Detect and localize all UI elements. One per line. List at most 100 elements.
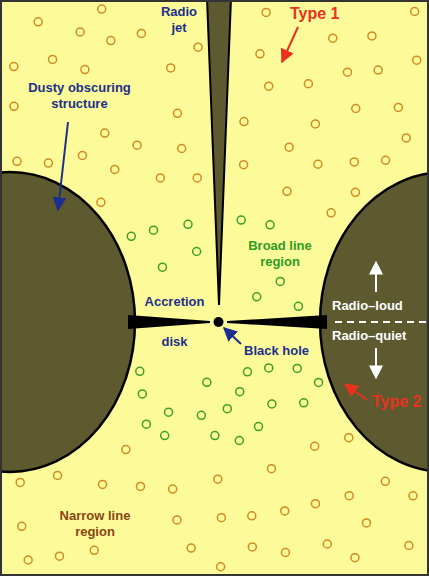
label-text: Broad line region xyxy=(240,238,320,270)
radio-jet xyxy=(207,0,231,305)
cloud-dot xyxy=(381,477,389,485)
region-label: Broad line region xyxy=(240,238,320,270)
right-torus xyxy=(320,172,429,472)
cloud-dot xyxy=(382,156,390,164)
jet-label: Radio jet xyxy=(155,4,203,36)
cloud-dot xyxy=(10,63,18,71)
cloud-dot xyxy=(374,66,382,74)
cloud-dot xyxy=(283,187,291,195)
left-torus xyxy=(0,172,135,472)
cloud-dot xyxy=(256,50,264,58)
label-text: Type 2 xyxy=(372,392,422,412)
cloud-dot xyxy=(294,302,302,310)
cloud-dot xyxy=(300,399,308,407)
cloud-dot xyxy=(243,368,251,376)
label-text: Radio–quiet xyxy=(332,328,406,344)
type1-arrow xyxy=(282,27,298,62)
cloud-dot xyxy=(267,465,275,473)
cloud-dot xyxy=(268,400,276,408)
cloud-dot xyxy=(13,157,21,165)
cloud-dot xyxy=(107,37,115,45)
cloud-dot xyxy=(345,492,353,500)
cloud-dot xyxy=(293,364,301,372)
black-hole xyxy=(214,317,224,327)
label-text: Black hole xyxy=(244,343,309,359)
cloud-dot xyxy=(217,514,225,522)
label-text: Radio jet xyxy=(155,4,203,36)
cloud-dot xyxy=(240,118,248,126)
cloud-dot xyxy=(101,129,109,137)
black-hole-leader xyxy=(224,328,241,344)
cloud-dot xyxy=(362,519,370,527)
cloud-dot xyxy=(281,549,289,557)
cloud-dot xyxy=(169,485,177,493)
cloud-dot xyxy=(329,34,337,42)
cloud-dot xyxy=(248,543,256,551)
cloud-dot xyxy=(137,29,145,37)
cloud-dot xyxy=(165,408,173,416)
cloud-dot xyxy=(122,446,130,454)
cloud-dot xyxy=(99,480,107,488)
cloud-dot xyxy=(149,226,157,234)
cloud-dot xyxy=(402,134,410,142)
cloud-dot xyxy=(311,120,319,128)
cloud-dot xyxy=(76,28,84,36)
torus-leader xyxy=(58,122,68,210)
cloud-dot xyxy=(315,378,323,386)
cloud-dot xyxy=(343,68,351,76)
cloud-dot xyxy=(193,248,201,256)
region-label: Narrow line region xyxy=(45,508,145,540)
cloud-dot xyxy=(235,437,243,445)
cloud-dot xyxy=(90,546,98,554)
cloud-dot xyxy=(265,82,273,90)
cloud-dot xyxy=(54,471,62,479)
down-arrow xyxy=(375,348,377,378)
cloud-dot xyxy=(405,542,413,550)
cloud-dot xyxy=(240,161,248,169)
divider-line xyxy=(335,321,429,323)
cloud-dot xyxy=(262,8,270,16)
type-label: Type 2 xyxy=(372,392,422,412)
cloud-dot xyxy=(10,102,18,110)
cloud-dot xyxy=(18,522,26,530)
up-arrow xyxy=(375,262,377,292)
cloud-dot xyxy=(237,216,245,224)
cloud-dot xyxy=(167,64,175,72)
cloud-dot xyxy=(254,423,262,431)
cloud-dot xyxy=(223,405,231,413)
cloud-dot xyxy=(394,103,402,111)
label-text: Radio–loud xyxy=(332,298,403,314)
cloud-dot xyxy=(276,277,284,285)
cloud-dot xyxy=(203,378,211,386)
cloud-dot xyxy=(133,141,141,149)
cloud-dot xyxy=(136,482,144,490)
cloud-dot xyxy=(327,209,335,217)
cloud-dot xyxy=(409,492,417,500)
cloud-dot xyxy=(178,145,186,153)
cloud-dot xyxy=(142,420,150,428)
accretion-disk-right xyxy=(227,315,327,329)
accretion-disk-left xyxy=(128,315,210,329)
cloud-dot xyxy=(352,104,360,112)
disk-label: Accretion disk xyxy=(137,282,212,362)
cloud-dot xyxy=(81,66,89,74)
cloud-dot xyxy=(265,364,273,372)
cloud-dot xyxy=(97,198,105,206)
radio-label: Radio–loud xyxy=(332,298,403,314)
cloud-dot xyxy=(193,174,201,182)
cloud-dot xyxy=(138,390,146,398)
cloud-dot xyxy=(158,263,166,271)
cloud-dot xyxy=(236,388,244,396)
label-text: Accretion disk xyxy=(137,282,212,362)
cloud-dot xyxy=(413,56,421,64)
cloud-dot xyxy=(136,367,144,375)
type2-arrow xyxy=(345,384,367,400)
cloud-dot xyxy=(187,544,195,552)
cloud-dot xyxy=(173,516,181,524)
label-text: Narrow line region xyxy=(45,508,145,540)
cloud-dot xyxy=(98,5,106,13)
label-text: Type 1 xyxy=(290,4,340,24)
cloud-dot xyxy=(194,43,202,51)
cloud-dot xyxy=(24,556,32,564)
